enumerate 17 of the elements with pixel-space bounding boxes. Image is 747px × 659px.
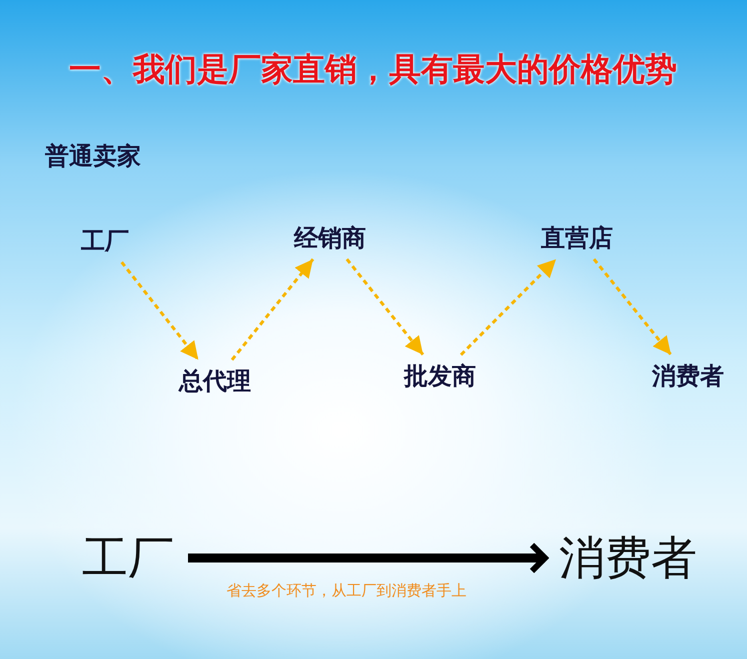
edge-label: 省去多个环节，从工厂到消费者手上 <box>226 582 466 600</box>
stage-label: 消费者 <box>559 532 697 584</box>
stage-label: 总代理 <box>179 368 251 394</box>
section-heading: 普通卖家 <box>45 141 141 172</box>
stage-label: 消费者 <box>652 362 724 390</box>
arrow <box>592 258 672 356</box>
stage-label: 经销商 <box>294 224 366 252</box>
arrow <box>188 542 548 574</box>
arrow <box>346 258 424 356</box>
arrow <box>120 261 200 361</box>
arrow <box>460 258 558 356</box>
stage-label: 批发商 <box>404 362 476 390</box>
title: 一、我们是厂家直销，具有最大的价格优势 <box>69 49 677 90</box>
arrow <box>230 258 314 361</box>
stage-label: 工厂 <box>82 532 174 584</box>
stage-label: 直营店 <box>541 224 613 252</box>
stage-label: 工厂 <box>81 228 129 254</box>
